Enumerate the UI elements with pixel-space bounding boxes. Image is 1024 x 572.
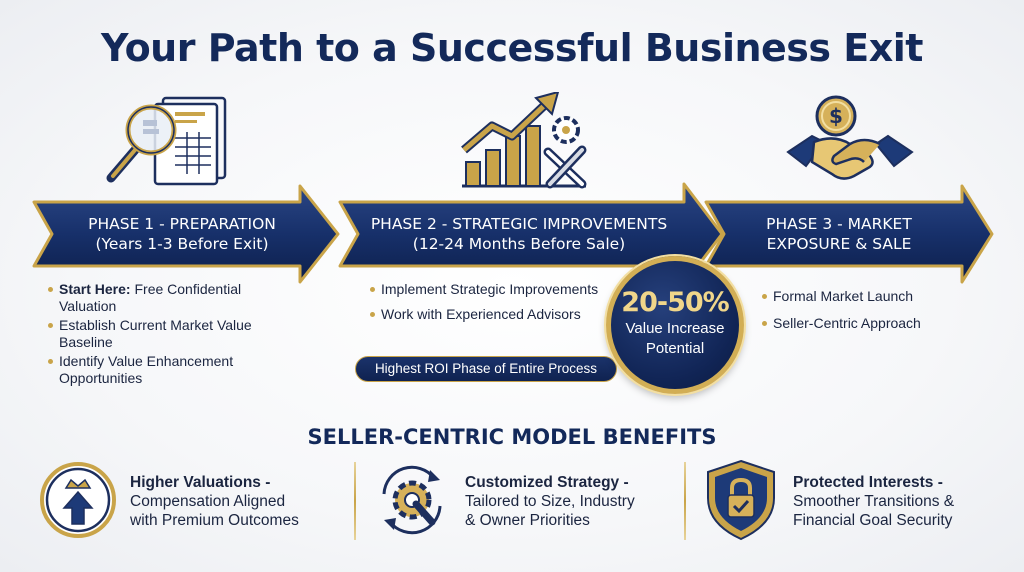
- list-item: Seller-Centric Approach: [762, 315, 962, 332]
- svg-text:$: $: [829, 104, 843, 128]
- phase-1-heading: PHASE 1 - PREPARATION (Years 1-3 Before …: [52, 214, 312, 254]
- list-item: Implement Strategic Improvements: [370, 281, 610, 298]
- benefits-title: SELLER-CENTRIC MODEL BENEFITS: [307, 425, 717, 449]
- list-item: Start Here: Free Confidential Valuation: [48, 281, 293, 315]
- phase-3-title: PHASE 3 - MARKET: [766, 215, 912, 233]
- phase-1-subtitle: (Years 1-3 Before Exit): [95, 235, 269, 253]
- phase-arrows: [32, 182, 994, 286]
- phase-3-heading: PHASE 3 - MARKET EXPOSURE & SALE: [724, 214, 954, 254]
- benefit-1-line-2: with Premium Outcomes: [130, 512, 299, 529]
- magnifier-document-icon: [106, 96, 227, 186]
- roi-highlight-badge: Highest ROI Phase of Entire Process: [355, 356, 617, 382]
- benefit-2-title: Customized Strategy -: [465, 474, 629, 491]
- divider: [354, 462, 356, 540]
- benefit-1-line-1: Compensation Aligned: [130, 493, 286, 510]
- list-item: Work with Experienced Advisors: [370, 306, 610, 323]
- benefit-3-line-2: Financial Goal Security: [793, 512, 953, 529]
- benefit-3-line-1: Smoother Transitions &: [793, 493, 955, 510]
- phase-1-arrow: [32, 184, 340, 284]
- benefit-1-title: Higher Valuations -: [130, 474, 271, 491]
- value-increase-percent: 20-50%: [621, 287, 729, 318]
- value-increase-label: Value Increase: [625, 320, 725, 337]
- phase-3-bullets: Formal Market Launch Seller-Centric Appr…: [762, 288, 962, 334]
- divider: [684, 462, 686, 540]
- growth-chart-tools-icon: [461, 92, 587, 189]
- benefit-2-line-1: Tailored to Size, Industry: [465, 493, 635, 510]
- phase-3-arrow: [704, 184, 994, 284]
- list-item: Identify Value Enhancement Opportunities: [48, 353, 293, 387]
- list-item: Establish Current Market Value Baseline: [48, 317, 293, 351]
- page-title: Your Path to a Successful Business Exit: [101, 26, 923, 70]
- benefit-3-title: Protected Interests -: [793, 474, 943, 491]
- shield-lock-icon: [707, 459, 775, 541]
- phase-1-title: PHASE 1 - PREPARATION: [88, 215, 276, 233]
- gear-wrench-icon: [382, 465, 442, 535]
- value-increase-badge: 20-50% Value Increase Potential: [606, 256, 744, 394]
- phase-2-bullets: Implement Strategic Improvements Work wi…: [370, 281, 610, 325]
- benefit-higher-valuations: Higher Valuations - Compensation Aligned…: [130, 473, 350, 530]
- phase-2-title: PHASE 2 - STRATEGIC IMPROVEMENTS: [370, 215, 668, 233]
- benefit-customized-strategy: Customized Strategy - Tailored to Size, …: [465, 473, 680, 530]
- list-item: Formal Market Launch: [762, 288, 962, 305]
- benefit-protected-interests: Protected Interests - Smoother Transitio…: [793, 473, 1008, 530]
- phase-2-subtitle: (12-24 Months Before Sale): [412, 235, 626, 253]
- phase-1-bullets: Start Here: Free Confidential Valuation …: [48, 281, 293, 389]
- handshake-coin-icon: $: [786, 95, 914, 180]
- value-increase-label-2: Potential: [645, 340, 705, 357]
- benefit-2-line-2: & Owner Priorities: [465, 512, 590, 529]
- phase-2-heading: PHASE 2 - STRATEGIC IMPROVEMENTS (12-24 …: [354, 214, 684, 254]
- phase-3-subtitle: EXPOSURE & SALE: [766, 235, 912, 253]
- crown-arrow-icon: [40, 462, 116, 538]
